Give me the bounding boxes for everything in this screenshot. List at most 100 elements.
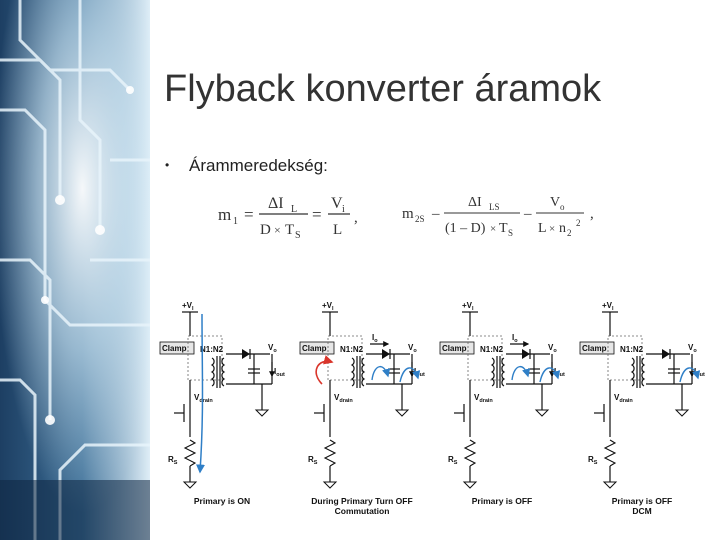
- sense-resistor: [463, 439, 477, 467]
- eq1-num2: V: [331, 195, 343, 212]
- primary-winding: [210, 357, 215, 387]
- eq1-num1: ΔI: [268, 195, 284, 212]
- vdrain-label: Vdrain: [474, 393, 493, 404]
- clamp-label: Clamp: [302, 344, 327, 353]
- clamp-label: Clamp: [442, 344, 467, 353]
- eq2-den1: (1 – D): [445, 221, 486, 236]
- output-diode: [382, 349, 390, 359]
- turns-ratio-label: N1:N2: [620, 345, 644, 354]
- turns-ratio-label: N1:N2: [200, 345, 224, 354]
- sense-resistor: [603, 439, 617, 467]
- rs-label: RS: [588, 455, 598, 466]
- primary-ground: [182, 481, 198, 489]
- eq1-lhs-sub: 1: [233, 216, 238, 227]
- cap-discharge-arrow: [679, 367, 701, 383]
- panel-caption-line-2: Commutation: [335, 506, 390, 516]
- eq2-times-1: ×: [490, 223, 496, 235]
- eq1-equals-1: =: [244, 205, 254, 224]
- output-diode: [662, 349, 670, 359]
- vin-label: +VI: [462, 301, 474, 312]
- eq1-num1-sub: L: [291, 204, 297, 215]
- equation-m1: m 1 = ΔI L D × T S = V i L ,: [218, 195, 358, 241]
- secondary-current-arrow: [511, 366, 531, 381]
- vin-label: +VI: [322, 301, 334, 312]
- output-diode: [522, 349, 530, 359]
- eq1-den2: L: [333, 222, 342, 238]
- bullet-marker: •: [165, 158, 170, 172]
- secondary-ground: [534, 409, 550, 417]
- primary-current-arrow: [196, 313, 205, 474]
- sense-resistor: [323, 439, 337, 467]
- eq1-den1-b: T: [285, 222, 294, 238]
- clamp-label: Clamp: [162, 344, 187, 353]
- eq1-num2-sub: i: [342, 204, 345, 215]
- eq2-den2-b: n: [559, 221, 566, 236]
- primary-winding: [490, 357, 495, 387]
- load-current-arrow: [539, 367, 561, 383]
- iout-label: Iout: [274, 367, 285, 378]
- eq2-den2-sup: 2: [576, 218, 581, 228]
- panel-caption-line-1: Primary is OFF: [612, 496, 672, 506]
- rs-label: RS: [308, 455, 318, 466]
- turns-ratio-label: N1:N2: [340, 345, 364, 354]
- eq2-den2-b-sub: 2: [567, 228, 572, 238]
- vo-label: Vo: [268, 343, 277, 354]
- bullet-text: Árammeredekség:: [189, 156, 328, 175]
- eq1-lhs: m: [218, 205, 231, 224]
- eq2-den1-b: T: [499, 221, 508, 236]
- sense-resistor: [183, 439, 197, 467]
- clamp-box: [159, 341, 195, 355]
- rs-label: RS: [168, 455, 178, 466]
- equation-m2: m 2S – ΔI LS (1 – D) × T S – V o L × n 2…: [402, 195, 594, 238]
- clamp-dashed-frame: [187, 335, 223, 381]
- vdrain-label: Vdrain: [194, 393, 213, 404]
- secondary-winding: [361, 357, 366, 387]
- clamp-current-arrow: [315, 355, 334, 385]
- vo-label: Vo: [688, 343, 697, 354]
- eq2-den2-a: L: [538, 221, 547, 236]
- eq2-num2: V: [550, 195, 560, 210]
- vo-label: Vo: [408, 343, 417, 354]
- secondary-winding: [641, 357, 646, 387]
- clamp-box: [439, 341, 475, 355]
- eq1-comma: ,: [354, 210, 358, 226]
- bullet-item: • Árammeredekség:: [165, 156, 328, 176]
- io-label: Io: [512, 333, 518, 344]
- primary-ground: [602, 481, 618, 489]
- eq2-lhs: m: [402, 206, 414, 222]
- turns-ratio-label: N1:N2: [480, 345, 504, 354]
- vin-label: +VI: [182, 301, 194, 312]
- eq2-minus-1: –: [431, 206, 440, 222]
- io-label: Io: [372, 333, 378, 344]
- eq2-num2-sub: o: [560, 202, 565, 212]
- secondary-winding: [501, 357, 506, 387]
- primary-ground: [462, 481, 478, 489]
- rs-label: RS: [448, 455, 458, 466]
- panel-caption-line-2: DCM: [632, 506, 651, 516]
- vo-label: Vo: [548, 343, 557, 354]
- secondary-current-arrow: [371, 366, 391, 381]
- secondary-ground: [394, 409, 410, 417]
- eq2-den1-b-sub: S: [508, 228, 513, 238]
- primary-winding: [350, 357, 355, 387]
- secondary-winding: [221, 357, 226, 387]
- clamp-dashed-frame: [607, 335, 643, 381]
- secondary-ground: [254, 409, 270, 417]
- eq1-equals-2: =: [312, 205, 322, 224]
- vdrain-label: Vdrain: [614, 393, 633, 404]
- eq2-num1: ΔI: [468, 195, 482, 210]
- clamp-box: [579, 341, 615, 355]
- eq2-num1-sub: LS: [489, 202, 500, 212]
- panel-caption-line-1: Primary is OFF: [472, 496, 532, 506]
- panel-caption-line-1: During Primary Turn OFF: [311, 496, 412, 506]
- secondary-ground: [674, 409, 690, 417]
- clamp-label: Clamp: [582, 344, 607, 353]
- vin-label: +VI: [602, 301, 614, 312]
- eq1-den1-a: D: [260, 222, 271, 238]
